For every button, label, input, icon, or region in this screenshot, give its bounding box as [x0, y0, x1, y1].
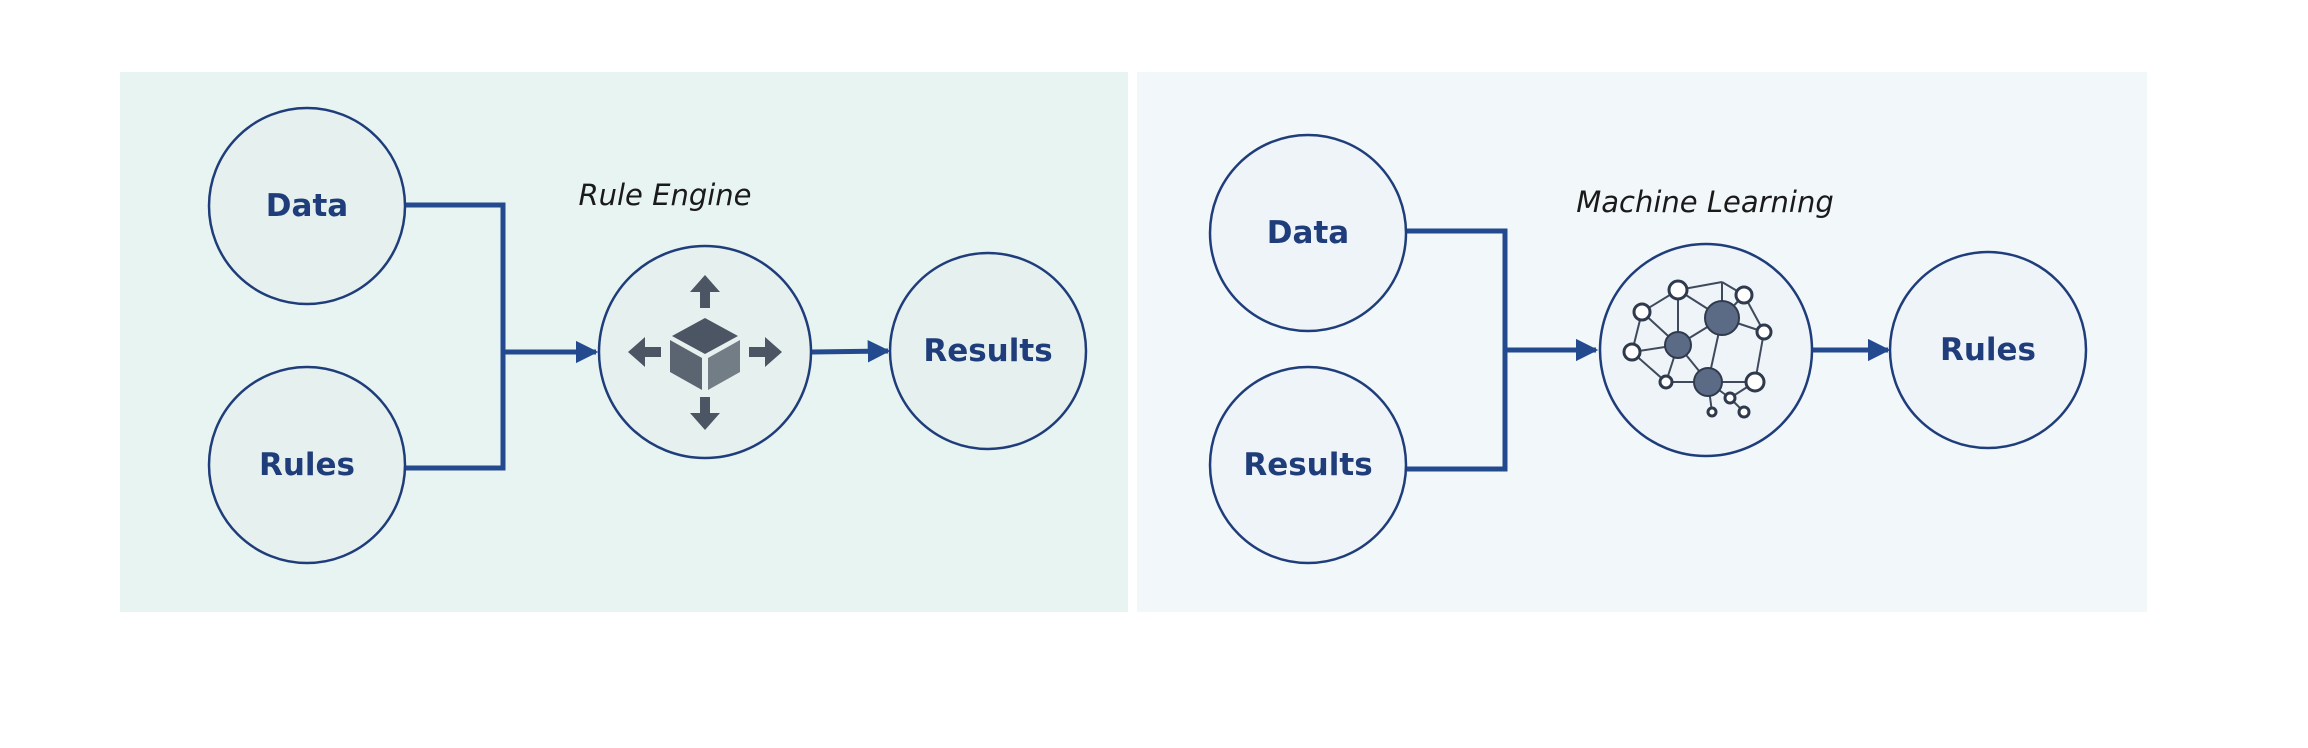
ml-rules-node: Rules: [1888, 250, 2088, 450]
rules-node: Rules: [207, 365, 407, 565]
data-node: Data: [207, 106, 407, 306]
input-merge-connector: [405, 202, 506, 471]
results-node-label: Results: [923, 333, 1052, 369]
machine-learning-node: [1598, 242, 1814, 458]
rule-engine-node: [597, 244, 813, 460]
rule-engine-group: Rule Engine Data Rules: [207, 106, 1088, 565]
ml-data-node: Data: [1208, 133, 1408, 333]
rules-node-label: Rules: [259, 447, 355, 483]
ml-data-node-label: Data: [1267, 215, 1349, 251]
ml-results-node-label: Results: [1243, 447, 1372, 483]
machine-learning-title: Machine Learning: [1576, 185, 1834, 219]
ml-rules-node-label: Rules: [1940, 332, 2036, 368]
ml-input-merge-connector: [1406, 228, 1508, 472]
to-results-arrow: [811, 340, 891, 363]
cube-with-arrows-icon: [628, 275, 782, 430]
data-node-label: Data: [266, 188, 348, 224]
machine-learning-group: Machine Learning Data Results: [1208, 133, 2088, 565]
neural-network-icon: [1622, 279, 1773, 419]
results-node: Results: [888, 251, 1088, 451]
rule-engine-title: Rule Engine: [578, 178, 751, 212]
ml-results-node: Results: [1208, 365, 1408, 565]
